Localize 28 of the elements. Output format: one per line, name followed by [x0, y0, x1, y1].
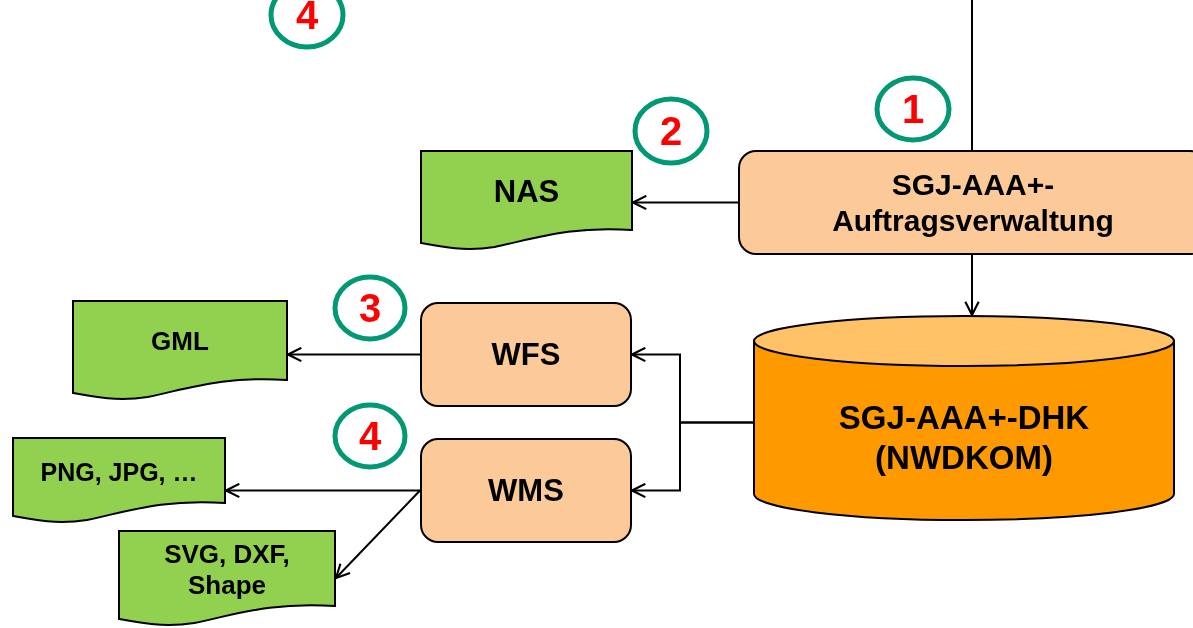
node-label: SGJ-AAA+- Auftragsverwaltung	[831, 166, 1115, 239]
step-number-circle	[332, 402, 408, 470]
step-number: 3	[358, 288, 382, 328]
process-box	[420, 302, 632, 407]
document-shape	[72, 300, 288, 402]
database-cylinder	[753, 315, 1175, 520]
arrow	[964, 254, 980, 317]
document-shape	[118, 530, 336, 628]
step-number-circle	[874, 75, 952, 143]
node-label: PNG, JPG, …	[39, 457, 199, 487]
step-number-circle	[332, 274, 408, 342]
node-label: SGJ-AAA+-DHK (NWDKOM)	[837, 397, 1091, 478]
process-box	[738, 150, 1193, 255]
step-number-circle	[632, 96, 710, 166]
node-label: NAS	[493, 173, 560, 211]
node-label: WMS	[488, 471, 564, 510]
node-label: GML	[151, 326, 209, 358]
document-shape	[12, 437, 226, 525]
process-box	[420, 438, 632, 543]
step-number: 4	[358, 416, 382, 456]
document-shape	[420, 150, 633, 252]
arrow	[630, 421, 754, 499]
step-number: 2	[659, 111, 683, 151]
node-label: WFS	[491, 335, 561, 374]
step-number: 4	[295, 0, 319, 35]
connector-line	[971, 0, 973, 151]
step-number: 1	[901, 89, 925, 129]
node-label: SVG, DXF, Shape	[163, 538, 291, 602]
